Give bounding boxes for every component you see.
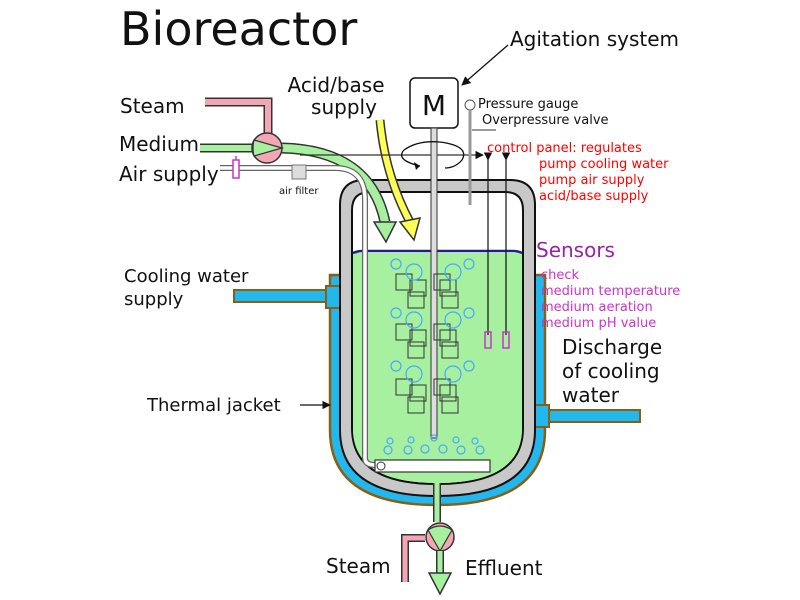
air-valve-icon [232, 159, 240, 179]
impeller-blade [409, 384, 427, 402]
sensors-heading: Sensors [536, 238, 615, 262]
bubble [456, 445, 466, 455]
pressure-gauge-icon [464, 99, 476, 111]
impeller-blade [409, 329, 427, 347]
impeller-blade [441, 291, 459, 309]
bubble [471, 437, 479, 445]
effluent-label: Effluent [465, 556, 543, 580]
bubble [444, 263, 462, 281]
bubble [390, 307, 402, 319]
bubble [463, 360, 475, 372]
bubble [407, 436, 415, 444]
medium-flow-arrow [281, 144, 389, 223]
impeller-blade [439, 384, 457, 402]
impellers [395, 273, 459, 414]
cooling-supply-label-1: Cooling water [124, 266, 249, 287]
cooling-discharge-pipe [539, 409, 641, 423]
medium-pump-icon [251, 132, 285, 164]
overpressure-valve-label: Overpressure valve [482, 113, 609, 128]
impeller-blade [395, 378, 413, 396]
air-supply-line [220, 165, 376, 468]
effluent-arrow [427, 572, 453, 596]
impeller-blade [441, 341, 459, 359]
bubble [405, 311, 423, 329]
control-panel-item: pump cooling water [539, 157, 669, 172]
impeller-blade [433, 323, 451, 341]
impeller-blade [439, 329, 457, 347]
impeller-blade [433, 273, 451, 291]
impeller-blade [395, 323, 413, 341]
control-panel-heading: control panel: regulates [487, 141, 642, 156]
acid-base-label-2: supply [311, 95, 377, 119]
bubble [475, 445, 485, 455]
discharge-label-1: Discharge [562, 335, 662, 359]
impeller-blade [439, 279, 457, 297]
bubbles [383, 258, 485, 455]
acid-base-flow-arrow [377, 119, 413, 224]
cooling-supply-label-2: supply [124, 289, 184, 310]
bubble [452, 436, 460, 444]
bubble [463, 307, 475, 319]
bubble [420, 444, 430, 454]
impeller-blade [409, 279, 427, 297]
bubble [383, 445, 393, 455]
bubble [438, 444, 448, 454]
impeller-blade [433, 378, 451, 396]
steam-bottom-pipe [402, 535, 425, 582]
sensor-item: medium aeration [541, 300, 653, 315]
impeller-blade [407, 291, 425, 309]
control-panel-item: pump air supply [539, 173, 645, 188]
air-filter-icon [291, 164, 307, 180]
sensor-probe [502, 331, 510, 349]
sparger [374, 459, 491, 473]
motor-label: M [422, 89, 446, 122]
impeller-blade [407, 396, 425, 414]
bubble [444, 365, 462, 383]
discharge-label-3: water [562, 383, 620, 407]
sensor-item: medium pH value [541, 316, 656, 331]
bubble [390, 360, 402, 372]
bubble [405, 263, 423, 281]
bubble [386, 437, 394, 445]
impeller-blade [441, 396, 459, 414]
steam-inlet-pipe [205, 97, 273, 135]
bubble [405, 365, 423, 383]
air-supply-label: Air supply [119, 162, 219, 186]
pressure-gauge-label: Pressure gauge [478, 97, 578, 112]
effluent-pump-icon [425, 522, 455, 553]
discharge-label-2: of cooling [562, 359, 660, 383]
bubble [430, 434, 438, 442]
steam-top-label: Steam [120, 94, 185, 118]
sensor-probe [484, 331, 492, 349]
bubble [463, 258, 475, 270]
thermal-jacket-label: Thermal jacket [146, 395, 281, 416]
bubble [444, 311, 462, 329]
control-panel-item: acid/base supply [539, 189, 649, 204]
impeller-blade [407, 341, 425, 359]
medium-label: Medium [119, 132, 199, 156]
sensor-item: medium temperature [541, 284, 680, 299]
cooling-inlet-pipe [233, 289, 335, 303]
bubble [390, 258, 402, 270]
sensor-item: check [541, 268, 580, 283]
impeller-blade [395, 273, 413, 291]
steam-bottom-label: Steam [326, 554, 391, 578]
title: Bioreactor [120, 2, 357, 56]
bubble [403, 445, 413, 455]
agitation-label: Agitation system [510, 27, 679, 51]
air-filter-label: air filter [279, 186, 319, 197]
acid-base-label-1: Acid/base [288, 73, 385, 97]
